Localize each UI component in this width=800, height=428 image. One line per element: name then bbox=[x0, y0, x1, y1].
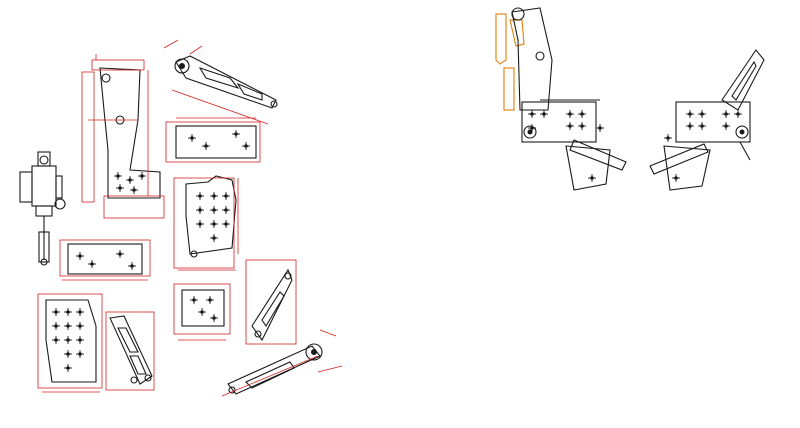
shock-absorber-icon bbox=[19, 151, 66, 266]
small-plate-top bbox=[165, 117, 261, 163]
square-plate bbox=[173, 283, 231, 341]
long-arm bbox=[221, 329, 343, 397]
hole-plate-center bbox=[173, 175, 239, 271]
slotted-bracket-tall bbox=[245, 259, 297, 345]
small-plate-left bbox=[59, 239, 151, 281]
assembly-left-view bbox=[495, 7, 627, 191]
slotted-bracket-small bbox=[105, 311, 155, 391]
bottom-plate bbox=[37, 293, 103, 393]
angled-link bbox=[163, 39, 278, 125]
assembly-right-view bbox=[649, 49, 765, 191]
tall-bracket bbox=[81, 54, 165, 219]
